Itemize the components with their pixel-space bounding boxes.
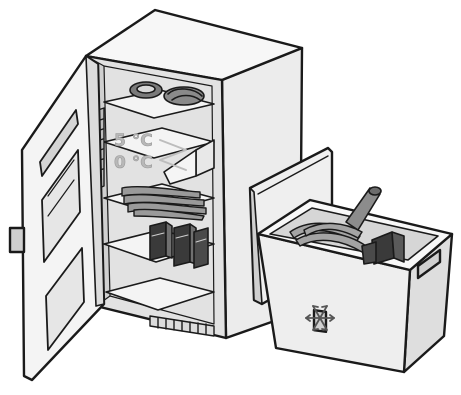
lower-temperature-label: 0 °C xyxy=(114,153,153,173)
door-bin-upper xyxy=(39,109,79,177)
cooler-front-handle xyxy=(312,308,328,334)
refrigerator-door xyxy=(8,54,106,382)
sausages xyxy=(121,185,207,221)
door-bin-middle xyxy=(41,149,81,263)
vent-grille xyxy=(149,315,215,337)
snowflake-icon xyxy=(305,305,335,331)
cooler-bottle xyxy=(345,186,382,231)
cooler-side-handle xyxy=(416,248,442,280)
door-bin-lower xyxy=(45,247,85,351)
shelf-5 xyxy=(105,277,215,311)
packages xyxy=(149,221,209,269)
meat-cuts xyxy=(129,81,205,106)
temperature-zone-indicator xyxy=(159,139,187,171)
upper-temperature-label: 5 °C xyxy=(114,131,153,151)
cooler-sausages xyxy=(289,222,367,253)
refrigerator: 5 °C 0 °C xyxy=(8,8,304,382)
cooler-box xyxy=(248,146,454,374)
cooler-packages xyxy=(361,231,405,265)
door-hinge xyxy=(8,226,26,254)
